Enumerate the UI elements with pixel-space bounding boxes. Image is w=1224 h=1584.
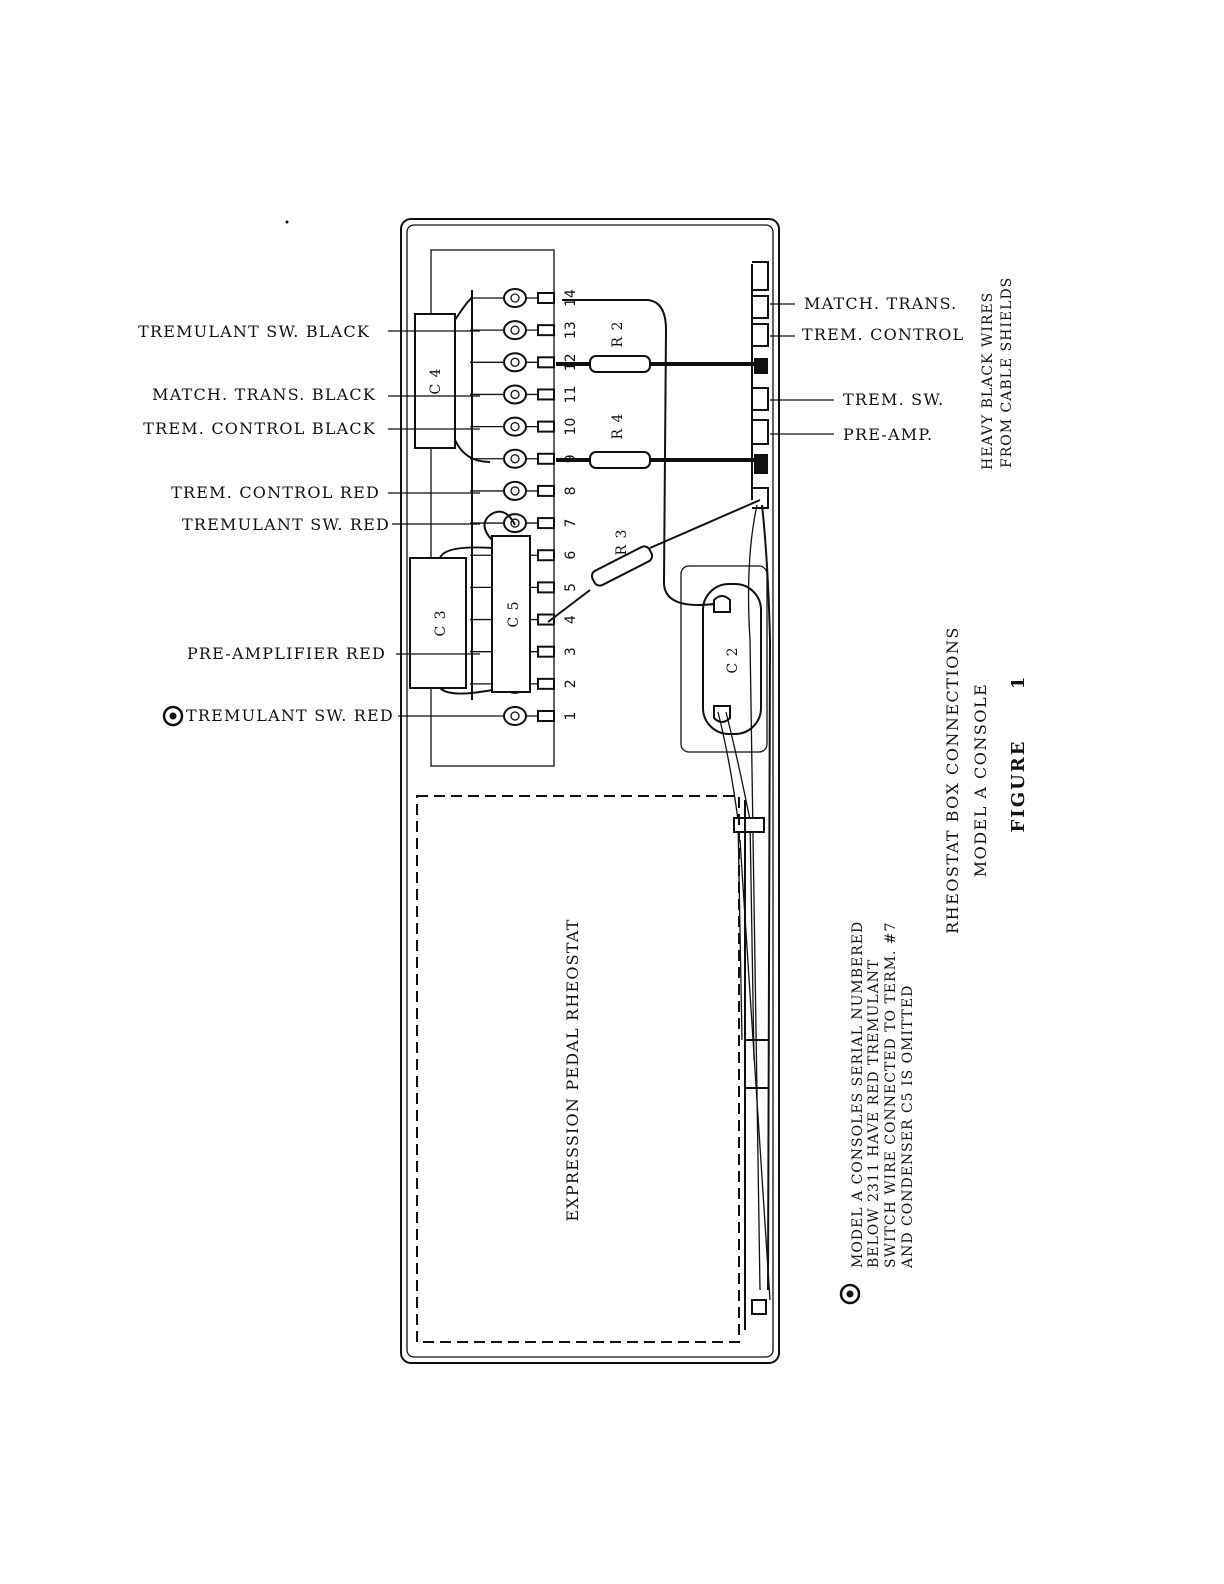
side-note: HEAVY BLACK WIRES FROM CABLE SHIELDS	[980, 277, 1015, 470]
footnote-line1: MODEL A CONSOLES SERIAL NUMBERED	[850, 921, 866, 1268]
label-tremulant-sw-black: TREMULANT SW. BLACK	[138, 322, 370, 341]
capacitor-c2: C 2	[680, 565, 768, 753]
expression-pedal-rheostat: EXPRESSION PEDAL RHEOSTAT	[416, 795, 746, 1343]
label-trem-control-black: TREM. CONTROL BLACK	[143, 419, 376, 438]
footnote-line2: BELOW 2311 HAVE RED TREMULANT	[866, 959, 882, 1268]
terminal-8: 8	[470, 480, 579, 501]
terminal-14: 14	[470, 288, 579, 308]
footnote-line4: AND CONDENSER C5 IS OMITTED	[900, 985, 916, 1269]
label-trem-sw: TREM. SW.	[843, 390, 944, 409]
terminal-number-2: 2	[563, 679, 579, 688]
terminal-number-3: 3	[563, 647, 579, 656]
rheostat-box	[400, 218, 780, 1364]
rheostat-label: EXPRESSION PEDAL RHEOSTAT	[563, 918, 582, 1221]
terminal-number-6: 6	[563, 551, 579, 560]
terminal-number-10: 10	[563, 418, 579, 436]
terminal-board	[430, 249, 555, 767]
caption-figure: FIGURE	[1008, 740, 1029, 833]
label-match-trans-black: MATCH. TRANS. BLACK	[152, 385, 376, 404]
left-leaders	[388, 330, 480, 717]
terminal-number-5: 5	[563, 583, 579, 592]
footnote-bullseye-icon	[839, 1283, 861, 1305]
wiring	[547, 299, 772, 1315]
label-pre-amplifier-red: PRE-AMPLIFIER RED	[187, 644, 386, 663]
r4-label: R 4	[610, 413, 626, 440]
capacitor-c4: C 4	[414, 297, 491, 463]
caption-title: RHEOSTAT BOX CONNECTIONS	[943, 626, 962, 934]
terminal-number-14: 14	[563, 289, 579, 307]
terminal-number-8: 8	[563, 486, 579, 495]
caption-subtitle: MODEL A CONSOLE	[971, 683, 990, 878]
resistor-r4: R 4	[589, 413, 651, 469]
terminal-13: 13	[470, 320, 579, 341]
c2-label: C 2	[725, 646, 741, 673]
capacitor-c3: C 3	[409, 546, 493, 695]
terminal-1: 1	[470, 706, 579, 726]
c4-label: C 4	[428, 367, 444, 394]
label-tremulant-sw-red: TREMULANT SW. RED	[182, 515, 390, 534]
bullseye-icon	[162, 705, 184, 727]
terminal-number-13: 13	[563, 321, 579, 339]
caption-number: 1	[1008, 675, 1029, 690]
terminal-number-4: 4	[563, 615, 579, 624]
right-labels: MATCH. TRANS. TREM. CONTROL TREM. SW. PR…	[770, 294, 964, 444]
side-note-line2: FROM CABLE SHIELDS	[999, 277, 1015, 468]
terminal-7: 7	[470, 513, 579, 534]
terminal-number-1: 1	[563, 712, 579, 721]
resistor-r3: R 3	[590, 529, 654, 587]
label-match-trans: MATCH. TRANS.	[804, 294, 957, 313]
r2-label: R 2	[610, 321, 626, 348]
label-trem-control: TREM. CONTROL	[802, 325, 964, 344]
side-note-line1: HEAVY BLACK WIRES	[980, 292, 996, 470]
c3-label: C 3	[433, 609, 449, 636]
r3-label: R 3	[614, 529, 630, 556]
terminal-number-11: 11	[563, 386, 579, 404]
label-tremulant-sw-red-marked: TREMULANT SW. RED	[186, 706, 394, 725]
left-labels: TREMULANT SW. BLACK MATCH. TRANS. BLACK …	[138, 322, 394, 727]
terminal-11: 11	[470, 384, 579, 405]
footnote: MODEL A CONSOLES SERIAL NUMBERED BELOW 2…	[839, 921, 916, 1305]
terminal-10: 10	[470, 416, 579, 437]
c5-label: C 5	[506, 600, 522, 627]
capacitor-c5: C 5	[483, 510, 531, 693]
label-trem-control-red: TREM. CONTROL RED	[171, 483, 380, 502]
label-pre-amp: PRE-AMP.	[843, 425, 933, 444]
terminal-number-7: 7	[563, 519, 579, 528]
resistor-r2: R 2	[589, 321, 651, 373]
connector-strip	[751, 261, 769, 509]
figure-caption: RHEOSTAT BOX CONNECTIONS MODEL A CONSOLE…	[943, 626, 1029, 934]
footnote-line3: SWITCH WIRE CONNECTED TO TERM. #7	[883, 922, 899, 1268]
